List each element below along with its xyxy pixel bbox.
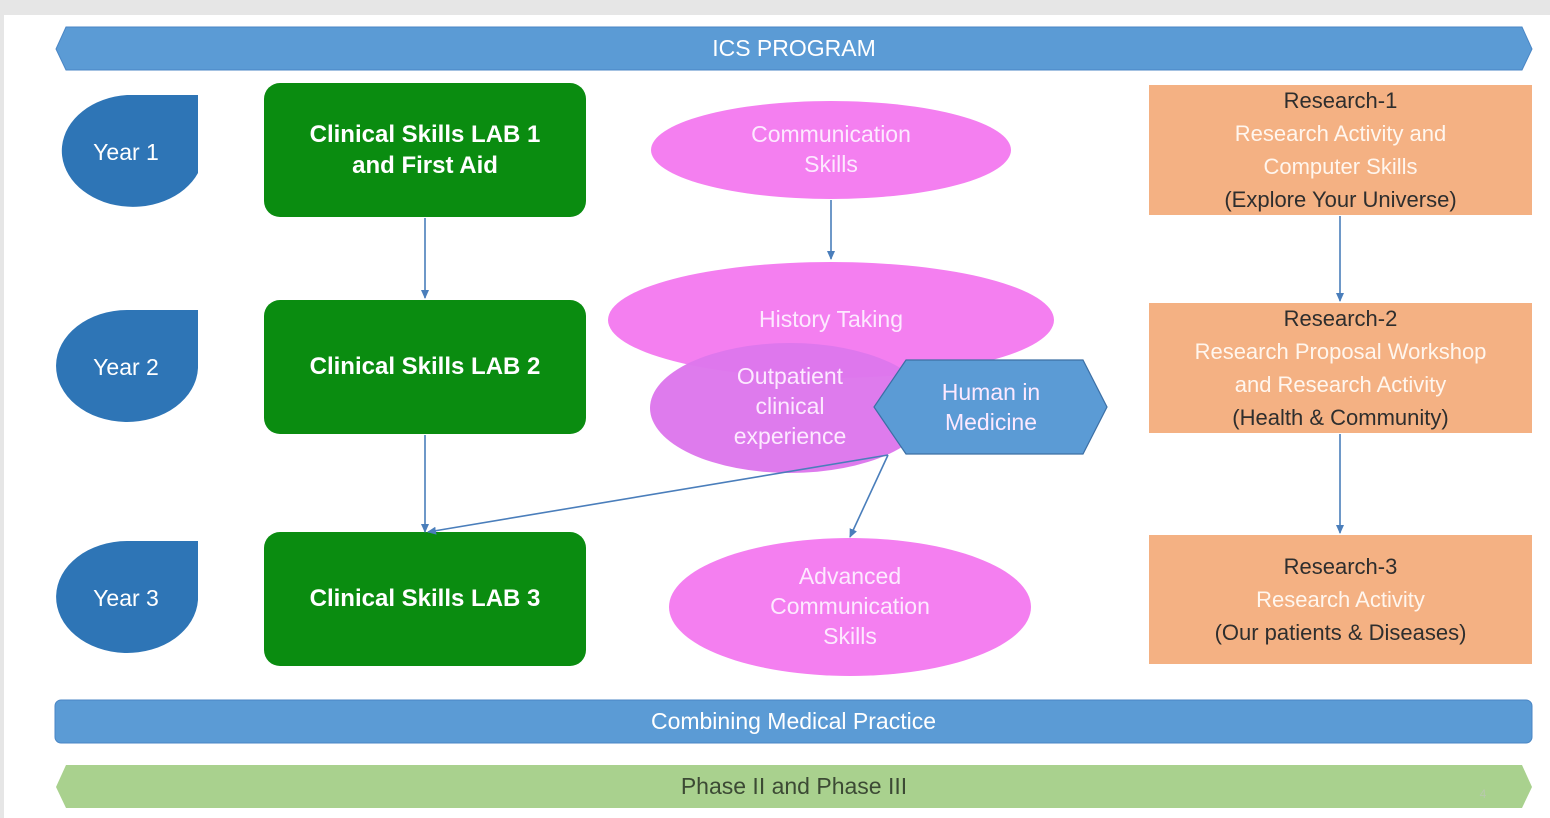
phase-banner-shape bbox=[56, 765, 1532, 808]
advanced-communication-oval bbox=[669, 538, 1031, 676]
phase-banner-title: Phase II and Phase III bbox=[680, 772, 908, 799]
combining-banner-title: Combining Medical Practice bbox=[650, 707, 937, 734]
year-3-label: Year 3 bbox=[93, 585, 159, 612]
year-2-shape bbox=[56, 310, 199, 423]
advanced-communication-label: Advanced Communication Skills bbox=[770, 563, 930, 649]
diagram-canvas bbox=[54, 26, 1533, 808]
lab-2-box bbox=[264, 300, 586, 434]
research-3-body: Research Activity bbox=[1256, 587, 1425, 612]
slide: ICS PROGRAM Year 1 Year 2 Year 3 Clinica… bbox=[4, 15, 1550, 818]
lab-3-label: Clinical Skills LAB 3 bbox=[309, 585, 541, 613]
year-1-label: Year 1 bbox=[93, 139, 159, 166]
page-number: 4 bbox=[1479, 787, 1487, 802]
human-in-medicine-hexagon bbox=[873, 359, 1108, 455]
outpatient-clinical-oval bbox=[650, 343, 930, 473]
outpatient-clinical-label: Outpatient clinical experience bbox=[733, 363, 847, 449]
research-2-note: (Health & Community) bbox=[1232, 405, 1449, 430]
research-1-body: Research Activity and Computer Skills bbox=[1234, 121, 1447, 179]
year-3-shape bbox=[56, 541, 199, 653]
year-2-label: Year 2 bbox=[93, 354, 159, 381]
year-1-shape bbox=[61, 95, 198, 207]
top-banner-title: ICS PROGRAM bbox=[712, 34, 876, 61]
arrow-human-lab3 bbox=[427, 454, 889, 535]
research-2-box bbox=[1149, 303, 1532, 433]
communication-skills-label: Communication Skills bbox=[751, 121, 911, 177]
arrow-human-advanced bbox=[849, 454, 889, 538]
lab-3-box bbox=[264, 532, 586, 666]
research-1-title: Research-1 bbox=[1283, 88, 1398, 113]
research-3-note: (Our patients & Diseases) bbox=[1214, 620, 1467, 645]
research-2-body: Research Proposal Workshop and Research … bbox=[1194, 339, 1487, 397]
lab-1-box bbox=[264, 83, 586, 217]
lab-2-label: Clinical Skills LAB 2 bbox=[309, 353, 541, 381]
top-banner-shape bbox=[55, 26, 1533, 71]
lab-1-label: Clinical Skills LAB 1 and First Aid bbox=[309, 120, 541, 179]
research-3-title: Research-3 bbox=[1283, 554, 1398, 579]
research-1-text: Research-1 Research Activity and Compute… bbox=[1149, 85, 1532, 215]
human-in-medicine-label: Human in Medicine bbox=[941, 379, 1041, 435]
research-3-box bbox=[1149, 535, 1532, 664]
research-1-box bbox=[1149, 85, 1532, 215]
research-2-text: Research-2 Research Proposal Workshop an… bbox=[1149, 303, 1532, 433]
combining-banner-shape bbox=[54, 699, 1533, 744]
history-taking-label: History Taking bbox=[758, 306, 904, 333]
communication-skills-oval bbox=[651, 101, 1011, 199]
research-3-text: Research-3 Research Activity (Our patien… bbox=[1149, 535, 1532, 664]
history-taking-oval bbox=[608, 262, 1054, 378]
research-2-title: Research-2 bbox=[1283, 306, 1398, 331]
research-1-note: (Explore Your Universe) bbox=[1224, 187, 1457, 212]
